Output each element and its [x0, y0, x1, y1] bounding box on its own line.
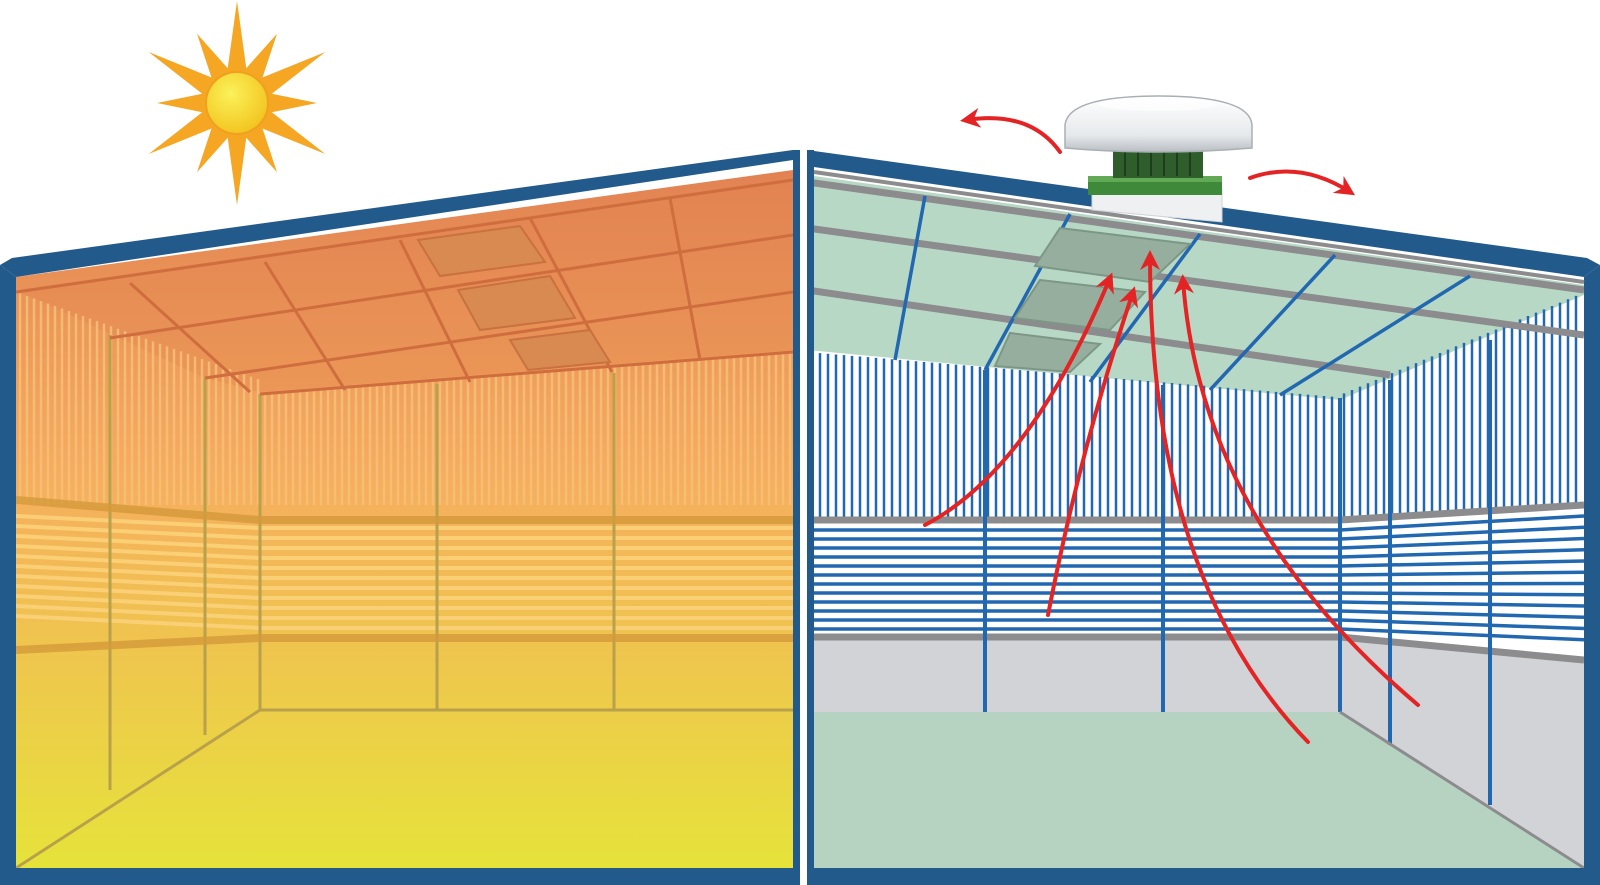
hot-ceiling-vents: [416, 224, 612, 372]
hot-building: [16, 170, 793, 868]
hot-building-frame: [16, 335, 793, 868]
ventilated-wall-horizontal-slats: [807, 514, 1584, 642]
hot-wall-vertical-slats: [18, 293, 792, 505]
roof-ventilator-icon: [1064, 95, 1253, 223]
ventilated-wall-vertical-slats: [810, 295, 1578, 518]
hot-wall-horizontal-slats: [16, 514, 793, 630]
airflow-arrow-icon: [923, 272, 1114, 527]
airflow-arrow-icon: [1140, 250, 1310, 744]
airflow-arrow-icon: [1248, 169, 1356, 196]
sun-icon: [148, 1, 326, 205]
airflow-arrow-icon: [1046, 286, 1139, 617]
hot-ceiling-grid: [16, 178, 793, 396]
airflow-arrow-icon: [960, 107, 1062, 154]
airflow-arrow-icon: [1174, 274, 1420, 707]
hot-wall-bands: [16, 496, 793, 654]
sun-core: [205, 71, 269, 135]
ventilated-roof-inner-rule: [813, 170, 1585, 284]
airflow-arrows: [923, 107, 1420, 744]
